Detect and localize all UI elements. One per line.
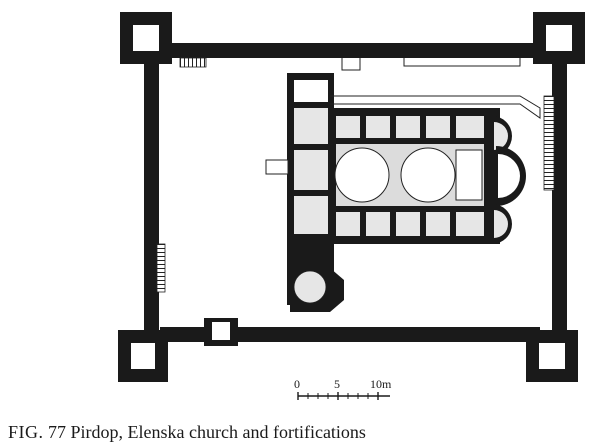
fortification-walls (144, 43, 567, 345)
tower-top-right (533, 12, 585, 64)
elenska-church (265, 73, 526, 312)
outline-structures (341, 58, 521, 71)
tower-bottom-middle (204, 318, 238, 346)
scale-label-0: 0 (294, 377, 300, 391)
figure-number: 77 (48, 422, 67, 442)
tower-bottom-left (118, 330, 168, 382)
scale-label-10m: 10m (370, 377, 392, 391)
scale-label-5: 5 (334, 377, 340, 391)
figure-title: Pirdop, Elenska church and fortification… (70, 422, 366, 442)
corner-towers (118, 12, 585, 382)
site-plan: 0 5 10m (118, 12, 585, 400)
figure-caption: FIG. 77 Pirdop, Elenska church and forti… (8, 421, 366, 443)
figure-label: FIG. (8, 422, 44, 442)
tower-top-left (120, 12, 172, 64)
north-passage (330, 95, 541, 119)
scale-bar: 0 5 10m (294, 377, 392, 400)
tower-bottom-right (526, 330, 578, 382)
plan-drawing: 0 5 10m (118, 12, 585, 400)
hatched-wall-segments (156, 57, 555, 293)
